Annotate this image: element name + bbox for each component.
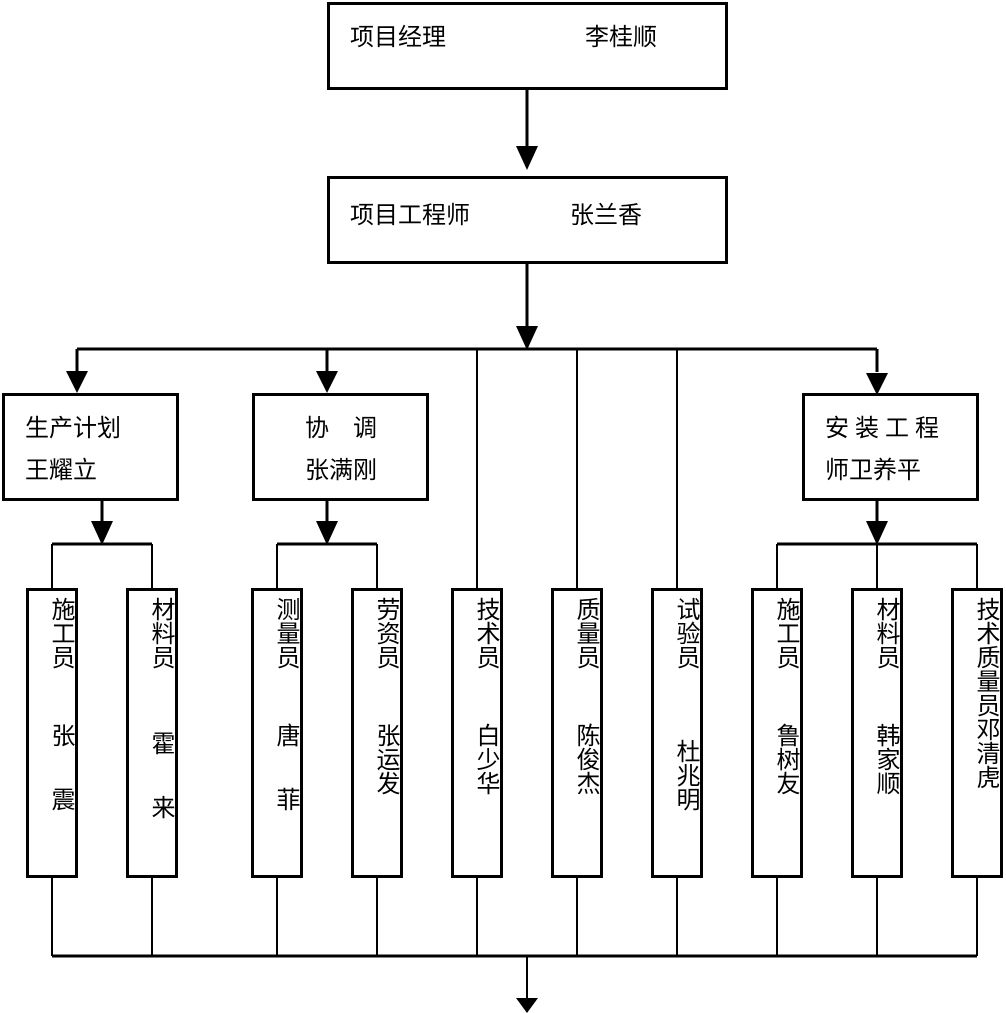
box-line1: 协 调 — [305, 414, 377, 442]
staff-role: 技术员 — [472, 597, 500, 669]
box-line1: 安装工程 — [825, 414, 945, 442]
staff-box: 材料员霍来 — [126, 588, 178, 878]
engineer-name: 张兰香 — [570, 201, 642, 229]
staff-name: 鲁树友 — [772, 723, 800, 795]
staff-box: 劳资员张运发 — [351, 588, 403, 878]
arrow-icon — [66, 371, 88, 393]
staff-role: 施工员 — [772, 597, 800, 669]
production-plan-box: 生产计划 王耀立 — [2, 393, 179, 501]
staff-box: 施工员张震 — [26, 588, 78, 878]
staff-role: 试验员 — [672, 597, 700, 669]
staff-role: 材料员 — [147, 597, 175, 669]
staff-role: 技术质量员邓清虎 — [972, 597, 1000, 789]
staff-box: 测量员唐菲 — [251, 588, 303, 878]
project-engineer-box: 项目工程师 张兰香 — [327, 176, 728, 264]
staff-role: 质量员 — [572, 597, 600, 669]
project-manager-box: 项目经理 李桂顺 — [327, 2, 728, 90]
installation-engineer-box: 安装工程 师卫养平 — [802, 393, 979, 501]
engineer-role: 项目工程师 — [350, 201, 470, 229]
staff-role: 测量员 — [272, 597, 300, 669]
staff-name: 杜兆明 — [672, 739, 700, 811]
staff-box: 试验员杜兆明 — [651, 588, 703, 878]
staff-role: 施工员 — [47, 597, 75, 669]
staff-name: 唐菲 — [272, 723, 300, 851]
staff-box: 技术员白少华 — [451, 588, 503, 878]
arrow-icon — [866, 521, 888, 545]
staff-box: 施工员鲁树友 — [751, 588, 803, 878]
staff-name: 韩家顺 — [872, 723, 900, 795]
staff-role: 材料员 — [872, 597, 900, 669]
arrow-icon — [516, 146, 538, 170]
arrow-icon — [91, 521, 113, 545]
staff-box: 质量员陈俊杰 — [551, 588, 603, 878]
box-line2: 师卫养平 — [825, 456, 921, 484]
pm-role: 项目经理 — [350, 23, 446, 51]
box-line1: 生产计划 — [25, 414, 121, 442]
box-line2: 王耀立 — [25, 456, 97, 484]
arrow-icon — [516, 998, 538, 1013]
staff-name: 白少华 — [472, 723, 500, 795]
staff-role: 劳资员 — [372, 597, 400, 669]
coordination-box: 协 调 张满刚 — [252, 393, 429, 501]
staff-name: 霍来 — [147, 731, 175, 859]
box-line2: 张满刚 — [305, 456, 377, 484]
arrow-icon — [516, 326, 538, 350]
staff-box: 技术质量员邓清虎 — [951, 588, 1003, 878]
staff-box: 材料员韩家顺 — [851, 588, 903, 878]
arrow-icon — [866, 373, 888, 395]
staff-name: 陈俊杰 — [572, 723, 600, 795]
arrow-icon — [316, 521, 338, 545]
arrow-icon — [316, 371, 338, 393]
staff-name: 张运发 — [372, 723, 400, 795]
staff-name: 张震 — [47, 723, 75, 851]
pm-name: 李桂顺 — [585, 23, 657, 51]
